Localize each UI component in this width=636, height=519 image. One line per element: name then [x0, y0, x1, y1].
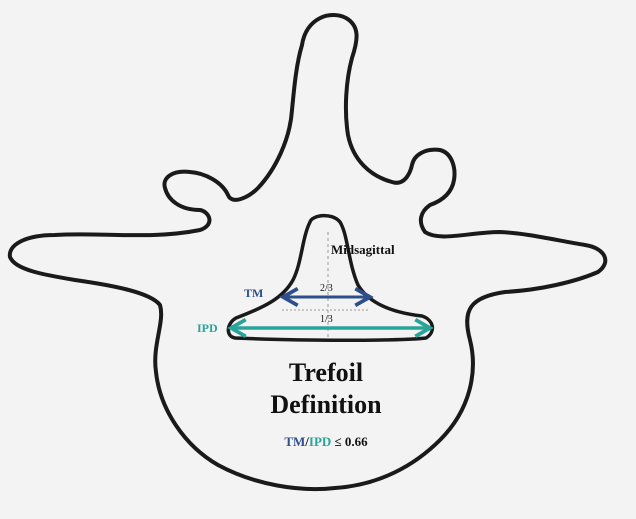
title-line-2: Definition — [270, 390, 382, 419]
midsagittal-label: Midsagittal — [331, 242, 395, 257]
formula-ipd: IPD — [309, 434, 331, 449]
formula: TM/IPD ≤ 0.66 — [284, 434, 368, 449]
two-thirds-label: 2/3 — [320, 283, 333, 294]
one-third-label: 1/3 — [320, 314, 333, 325]
tm-label: TM — [244, 286, 263, 300]
ipd-label: IPD — [197, 321, 218, 335]
formula-tm: TM — [284, 434, 305, 449]
formula-rest: ≤ 0.66 — [331, 434, 368, 449]
title-line-1: Trefoil — [289, 358, 363, 387]
